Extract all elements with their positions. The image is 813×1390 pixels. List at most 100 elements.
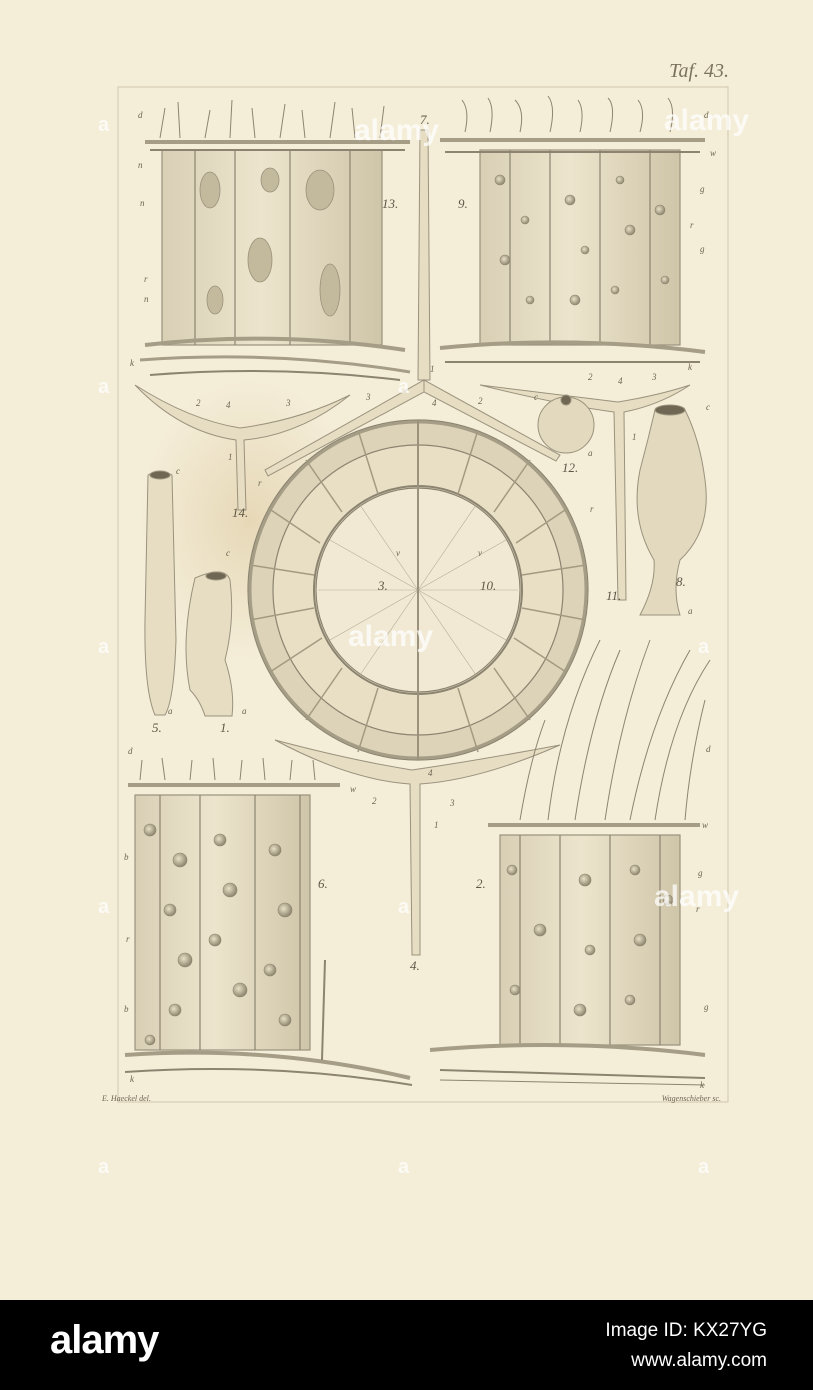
watermark-mark: a — [698, 636, 710, 658]
figure-number: 14. — [232, 505, 249, 520]
figure-number: 9. — [458, 196, 468, 211]
figure-number: 2. — [476, 876, 486, 891]
brand-logo[interactable]: alamy — [50, 1318, 159, 1362]
watermark-text: alamy — [664, 104, 750, 137]
figure-letter: c — [176, 466, 180, 476]
artist-credit: E. Haeckel del. — [102, 1094, 151, 1103]
figure-letter: b — [124, 852, 129, 862]
spicule-number: 2 — [372, 796, 377, 806]
figure-letter: g — [700, 184, 705, 194]
figure-letter: r — [126, 934, 130, 944]
spicule-number: 3 — [652, 372, 657, 382]
engraver-credit: Wagenschieber sc. — [661, 1094, 721, 1103]
figure-number: 6. — [318, 876, 328, 891]
website-link[interactable]: www.alamy.com — [631, 1350, 767, 1371]
figure-number: 3. — [378, 578, 388, 593]
figure-letter: w — [702, 820, 709, 830]
watermark-mark: a — [398, 896, 410, 918]
watermark-text: alamy — [348, 620, 434, 653]
figure-letter: n — [144, 294, 149, 304]
figure-letter: a — [242, 706, 247, 716]
spicule-number: 3 — [286, 398, 291, 408]
figure-letter: c — [534, 392, 538, 402]
spicule-number: 4 — [428, 768, 433, 778]
figure-letter: a — [588, 448, 593, 458]
engraved-plate: Taf. 43. E. Haeckel del. Wagenschieber s… — [0, 0, 813, 1300]
figure-letter: g — [698, 868, 703, 878]
stock-footer-bar: alamy Image ID: KX27YG www.alamy.com — [0, 1300, 813, 1390]
figure-6 — [124, 757, 413, 1086]
spicule-number: 3 — [366, 392, 371, 402]
figure-letter: r — [590, 504, 594, 514]
spicule-number: 4 — [618, 376, 623, 386]
figure-letter: c — [226, 548, 230, 558]
figure-number: 8. — [676, 574, 686, 589]
figure-letter: r — [258, 478, 262, 488]
watermark-mark: a — [98, 114, 110, 136]
figure-letter: n — [140, 198, 145, 208]
watermark-mark: a — [698, 1156, 710, 1178]
figure-letter: d — [138, 110, 143, 120]
spicule-number: 4 — [226, 400, 231, 410]
plate-number: Taf. 43. — [669, 60, 729, 82]
figure-letter: k — [130, 358, 134, 368]
figure-13 — [139, 99, 411, 381]
spicule-number: 3 — [450, 798, 455, 808]
figure-number: 4. — [410, 958, 420, 973]
watermark-mark: a — [98, 636, 110, 658]
spicule-number: 2 — [196, 398, 201, 408]
figure-2 — [429, 639, 711, 1086]
figure-letter: k — [130, 1074, 134, 1084]
spicule-number: 1 — [434, 820, 439, 830]
figure-letter: k — [700, 1080, 704, 1090]
figure-letter: n — [138, 160, 143, 170]
figure-letter: r — [690, 220, 694, 230]
figure-letter: k — [688, 362, 692, 372]
watermark-mark: a — [398, 376, 410, 398]
figure-letter: a — [688, 606, 693, 616]
figure-number: 11. — [606, 588, 622, 603]
figure-7 — [264, 129, 561, 477]
figure-number: 12. — [562, 460, 579, 475]
spicule-number: 1 — [430, 364, 435, 374]
figure-letter: d — [704, 110, 709, 120]
plate-illustration — [117, 86, 729, 1103]
spicule-number: 1 — [632, 432, 637, 442]
figure-letter: g — [700, 244, 705, 254]
figure-4 — [274, 739, 561, 956]
watermark-mark: a — [98, 376, 110, 398]
figure-letter: a — [168, 706, 173, 716]
spicule-number: 2 — [478, 396, 483, 406]
figure-8 — [636, 404, 707, 616]
figure-letter: r — [696, 904, 700, 914]
figure-14 — [134, 384, 351, 511]
figure-number: 10. — [480, 578, 497, 593]
figure-letter: d — [128, 746, 133, 756]
figure-9 — [439, 95, 706, 363]
watermark-mark: a — [98, 1156, 110, 1178]
figure-letter: r — [144, 274, 148, 284]
figure-1 — [185, 571, 234, 717]
watermark-text: alamy — [354, 114, 440, 147]
figure-number: 5. — [152, 720, 162, 735]
watermark-mark: a — [398, 1156, 410, 1178]
figure-letter: b — [124, 1004, 129, 1014]
spicule-number: 2 — [588, 372, 593, 382]
figure-3-10 — [247, 419, 589, 761]
figure-5 — [144, 470, 177, 716]
watermark-text: alamy — [654, 880, 740, 913]
watermark-mark: a — [98, 896, 110, 918]
spicule-number: 4 — [432, 398, 437, 408]
figure-letter: v — [478, 548, 482, 558]
figure-number: 7. — [420, 112, 430, 127]
figure-letter: v — [396, 548, 400, 558]
image-id-label: Image ID: KX27YG — [605, 1320, 767, 1341]
spicule-number: 1 — [228, 452, 233, 462]
figure-letter: w — [350, 784, 357, 794]
figure-letter: c — [706, 402, 710, 412]
figure-letter: w — [710, 148, 717, 158]
figure-number: 1. — [220, 720, 230, 735]
page-frame — [117, 86, 729, 1103]
figure-letter: g — [704, 1002, 709, 1012]
figure-letter: d — [706, 744, 711, 754]
